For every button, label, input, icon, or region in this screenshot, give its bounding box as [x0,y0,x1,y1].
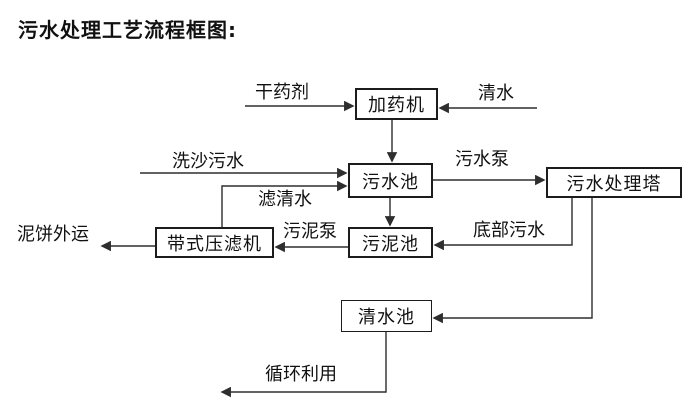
edge-label-mud-cake-shipped-out: 泥饼外运 [17,224,89,245]
node-belt-filter-press: 带式压滤机 [155,227,274,258]
node-sewage-pool: 污水池 [348,163,433,198]
page-title: 污水处理工艺流程框图: [18,18,237,42]
edge-label-dry-chemical: 干药剂 [255,82,309,103]
edge-label-filtered-water: 滤清水 [258,189,312,210]
edge-bottom-sewage-arrow [433,197,573,251]
edge-label-clean-water: 清水 [478,83,514,104]
edge-label-sewage-pump: 污水泵 [455,149,509,170]
edge-label-bottom-sewage: 底部污水 [473,220,545,241]
edge-label-sand-washing-sewage: 洗沙污水 [172,151,244,172]
edge-recycling-arrow [220,332,387,398]
edge-filtered-water-arrow [221,180,348,227]
node-clean-water-pool: 清水池 [341,300,432,332]
edge-label-sludge-pump: 污泥泵 [283,221,337,242]
node-sewage-treatment-tower: 污水处理塔 [546,167,682,198]
node-dosing-machine: 加药机 [355,88,438,120]
edge-tower-to-clean-water-pool-arrow [432,197,593,324]
node-sludge-pool: 污泥池 [348,227,433,258]
edge-label-recycling: 循环利用 [265,364,337,385]
